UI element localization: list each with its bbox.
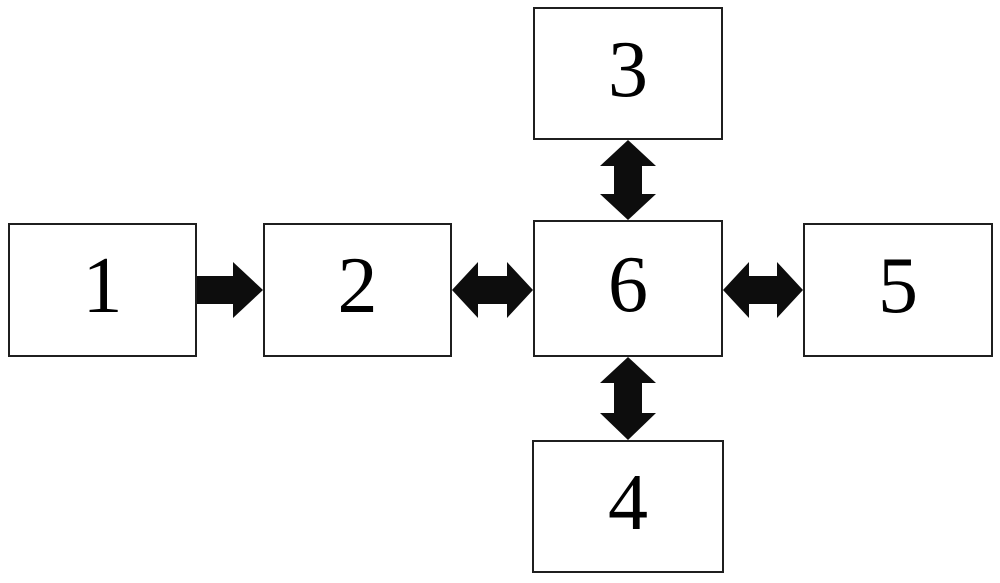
node-box-2: 2 [263,223,452,357]
node-label-2: 2 [337,242,378,330]
arrow-6-5-bidirectional-icon [723,262,803,318]
arrow-1-to-2-icon [197,262,263,318]
node-box-1: 1 [8,223,197,357]
node-label-1: 1 [82,242,123,330]
node-box-5: 5 [803,223,993,357]
node-label-6: 6 [608,240,648,329]
arrow-2-6-bidirectional-icon [452,262,533,318]
node-box-6: 6 [533,220,723,357]
arrow-3-6-bidirectional-icon [600,140,656,220]
node-box-3: 3 [533,7,723,140]
node-label-4: 4 [608,458,648,547]
arrow-6-4-bidirectional-icon [600,357,656,440]
node-label-3: 3 [608,25,648,114]
node-box-4: 4 [532,440,724,573]
node-label-5: 5 [878,242,918,330]
